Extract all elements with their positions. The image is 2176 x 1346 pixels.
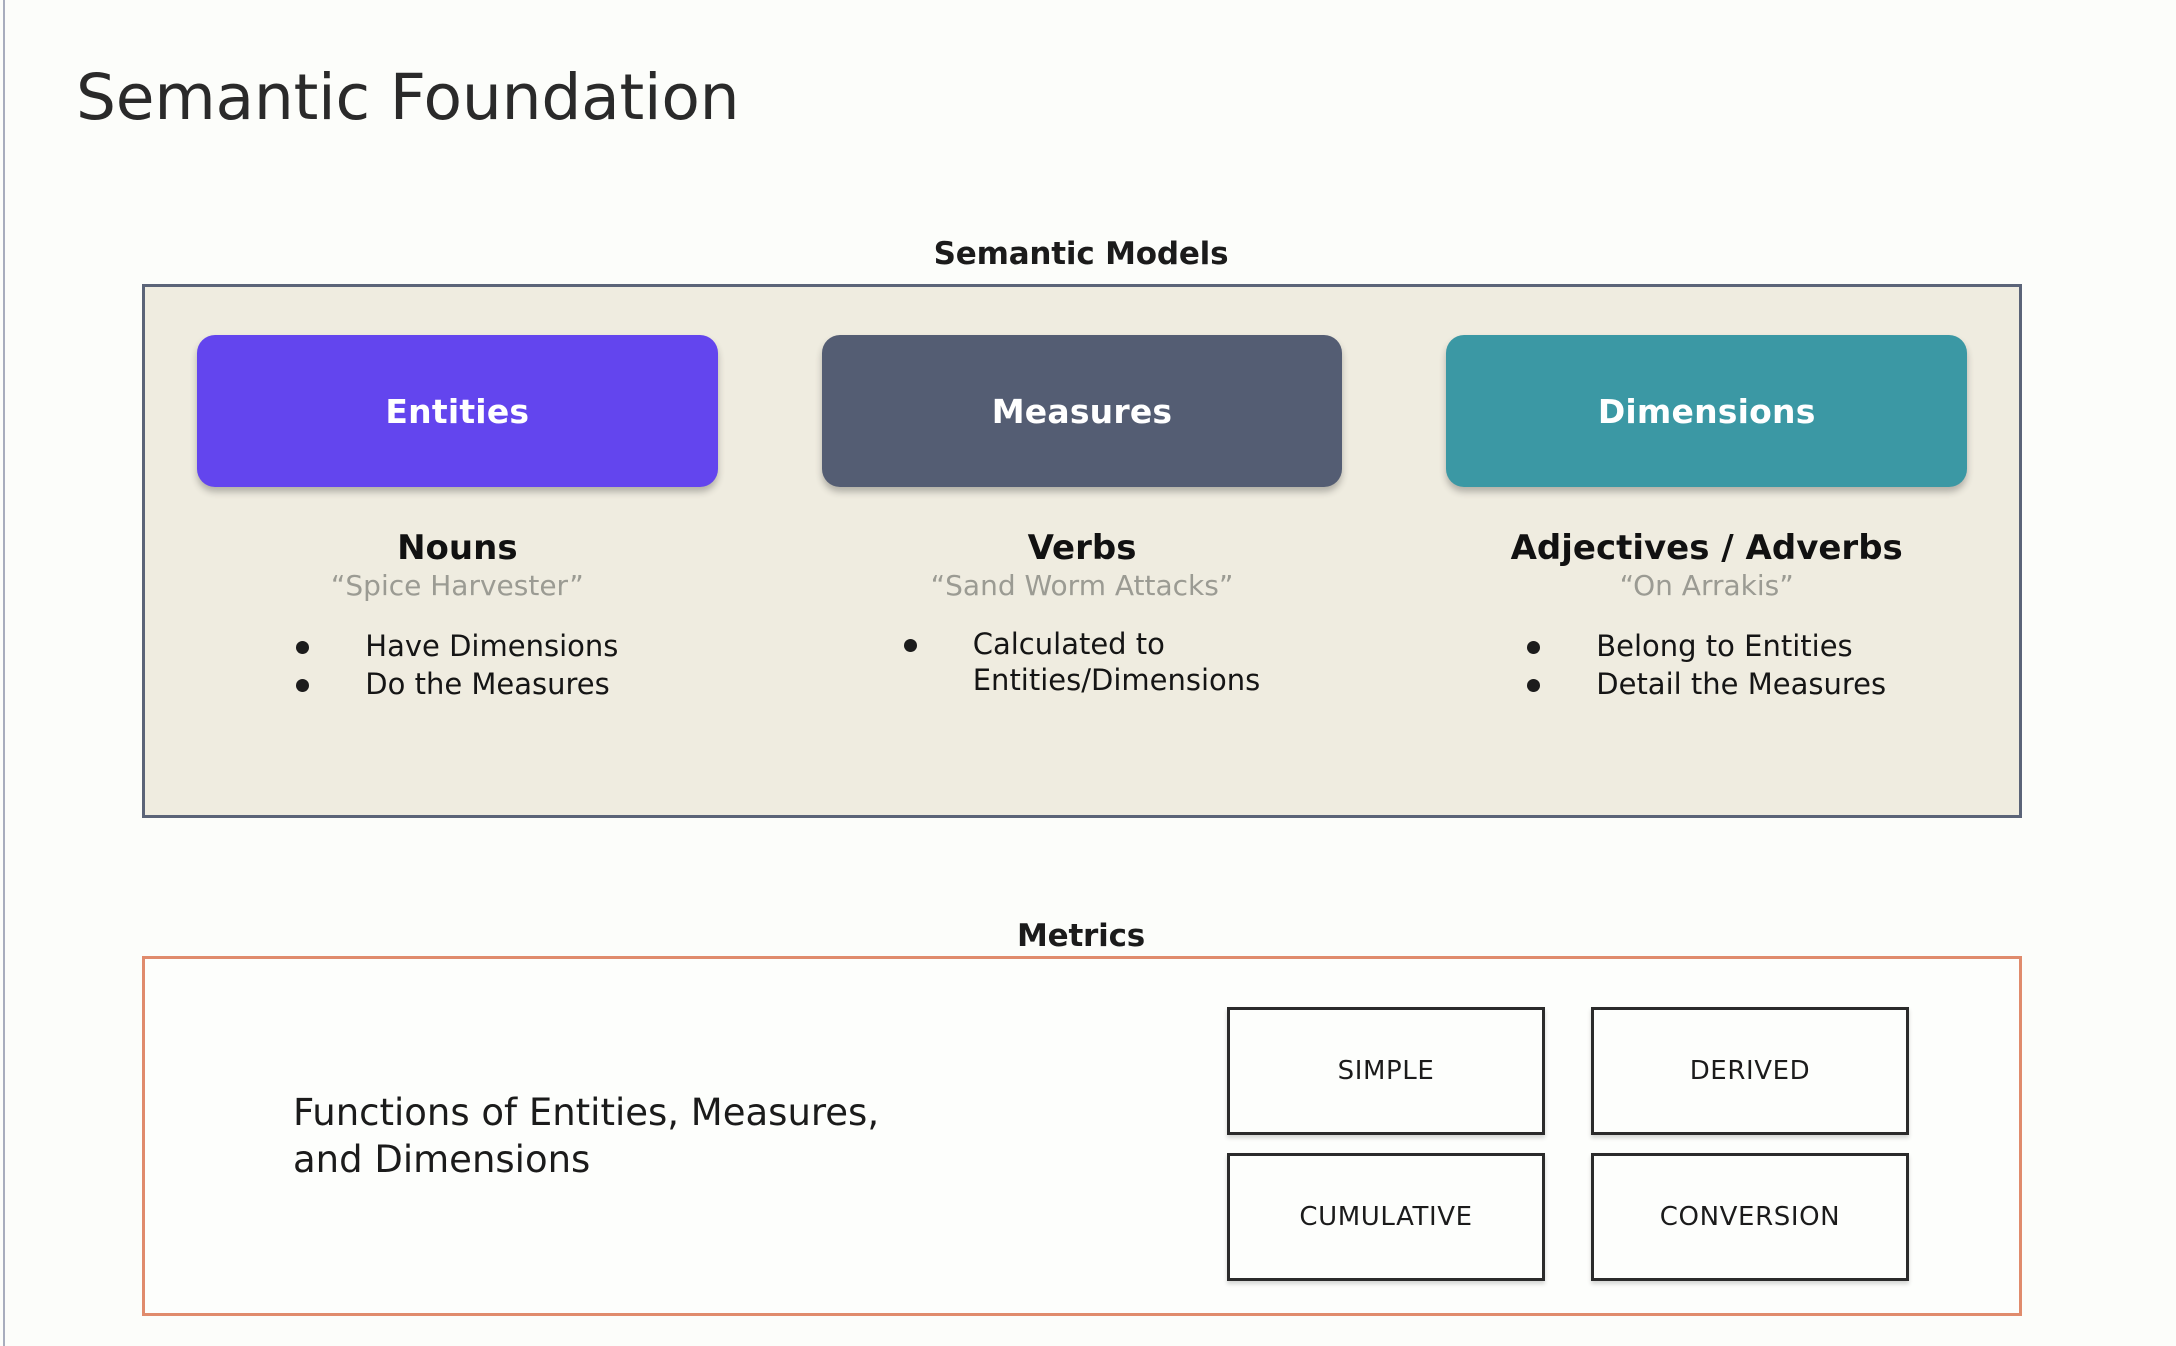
part-of-speech-measures: Verbs <box>1027 528 1137 568</box>
bullet-text: Belong to Entities <box>1596 629 1853 664</box>
list-item: Belong to Entities <box>1527 629 1886 664</box>
part-of-speech-entities: Nouns <box>397 528 518 568</box>
model-column-measures: Measures Verbs “Sand Worm Attacks” Calcu… <box>770 287 1395 815</box>
list-item: Do the Measures <box>296 667 618 702</box>
example-entities: “Spice Harvester” <box>330 568 584 602</box>
bullet-dot-icon <box>903 639 917 653</box>
metric-type-cumulative[interactable]: CUMULATIVE <box>1227 1153 1545 1281</box>
bullet-list-entities: Have Dimensions Do the Measures <box>145 629 770 704</box>
bullet-text: Do the Measures <box>365 666 610 701</box>
metric-type-derived[interactable]: DERIVED <box>1591 1007 1909 1135</box>
left-edge-rule <box>3 0 5 1346</box>
list-item: Have Dimensions <box>296 629 618 664</box>
model-column-dimensions: Dimensions Adjectives / Adverbs “On Arra… <box>1394 287 2019 815</box>
model-column-entities: Entities Nouns “Spice Harvester” Have Di… <box>145 287 770 815</box>
semantic-models-columns: Entities Nouns “Spice Harvester” Have Di… <box>145 287 2019 815</box>
bullet-text: Calculated to Entities/Dimensions <box>972 627 1261 697</box>
list-item: Calculated to Entities/Dimensions <box>903 627 1261 698</box>
part-of-speech-dimensions: Adjectives / Adverbs <box>1510 528 1903 568</box>
metrics-caption: Metrics <box>1016 918 1146 954</box>
semantic-models-caption: Semantic Models <box>933 236 1229 272</box>
list-item: Detail the Measures <box>1527 667 1886 702</box>
pill-entities[interactable]: Entities <box>197 335 718 487</box>
example-dimensions: “On Arrakis” <box>1619 568 1794 602</box>
bullet-dot-icon <box>1527 678 1541 692</box>
bullet-list-measures: Calculated to Entities/Dimensions <box>770 627 1395 700</box>
metric-type-grid: SIMPLE DERIVED CUMULATIVE CONVERSION <box>1227 1007 1927 1281</box>
metric-type-simple[interactable]: SIMPLE <box>1227 1007 1545 1135</box>
page-title: Semantic Foundation <box>76 61 740 134</box>
metrics-description: Functions of Entities, Measures, and Dim… <box>293 1091 880 1182</box>
bullet-dot-icon <box>296 641 310 655</box>
bullet-dot-icon <box>1527 641 1541 655</box>
pill-dimensions[interactable]: Dimensions <box>1446 335 1968 487</box>
bullet-text: Have Dimensions <box>365 629 619 664</box>
example-measures: “Sand Worm Attacks” <box>930 568 1234 602</box>
metric-type-conversion[interactable]: CONVERSION <box>1591 1153 1909 1281</box>
metrics-panel: Functions of Entities, Measures, and Dim… <box>142 956 2022 1316</box>
semantic-models-panel: Entities Nouns “Spice Harvester” Have Di… <box>142 284 2022 818</box>
bullet-dot-icon <box>296 678 310 692</box>
pill-measures[interactable]: Measures <box>821 335 1343 487</box>
bullet-text: Detail the Measures <box>1596 666 1887 701</box>
bullet-list-dimensions: Belong to Entities Detail the Measures <box>1394 629 2019 704</box>
